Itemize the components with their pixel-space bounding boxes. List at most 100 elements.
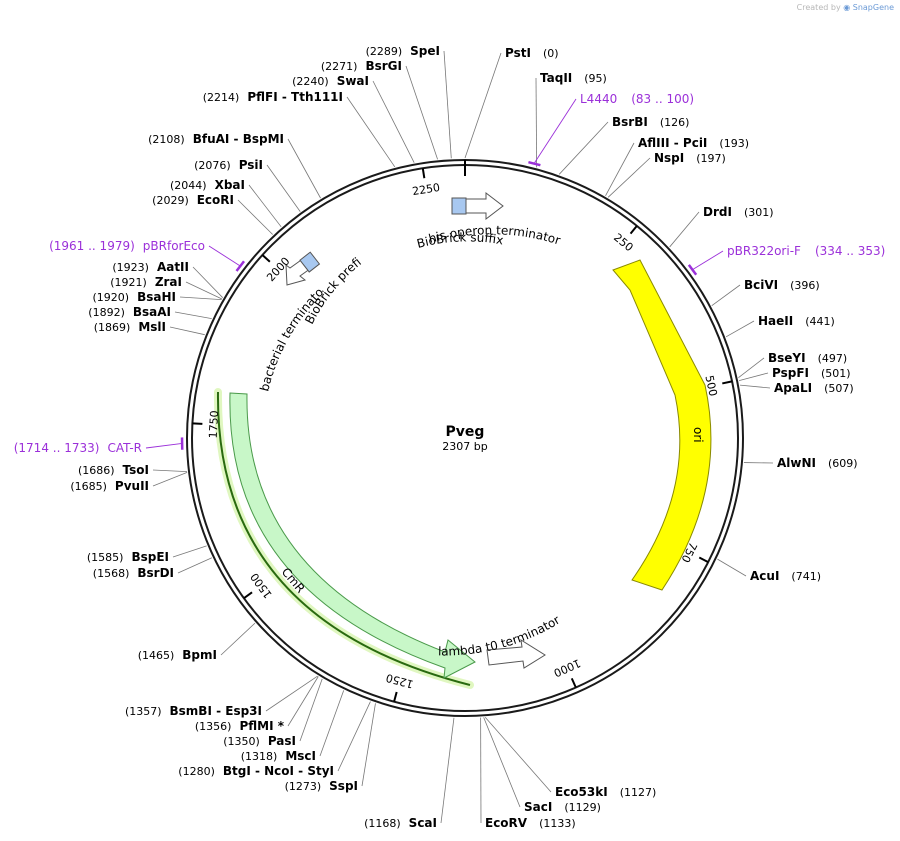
enzyme-label[interactable]: (2271)BsrGI [321,59,402,73]
enzyme-leader-line [266,164,301,212]
enzyme-label[interactable]: (1869) MslI [94,320,166,334]
enzyme-label[interactable]: EcoRV(1133) [485,816,576,830]
enzyme-label[interactable]: (2044)XbaI [170,178,245,192]
primer-name: CAT-R [107,441,142,455]
enzyme-label[interactable]: (1568)BsrDI [93,566,174,580]
primer-label[interactable]: (1714 .. 1733)CAT-R [14,441,142,455]
enzyme-name: SacI [524,800,552,814]
enzyme-label[interactable]: PstI(0) [505,46,559,60]
enzyme-leader-line [169,326,205,336]
enzyme-label[interactable]: (1356)PflMI * [195,719,285,733]
enzyme-label[interactable]: (2289)SpeI [366,44,440,58]
enzyme-label[interactable]: DrdI (301) [703,205,774,219]
enzyme-leader-line [185,281,223,300]
enzyme-label[interactable]: (1920)BsaHI [93,290,176,304]
enzyme-label[interactable]: BsrBI(126) [612,115,689,129]
enzyme-name: AlwNI [777,456,816,470]
enzyme-name: DrdI [703,205,732,219]
enzyme-label[interactable]: (1585)BspEI [87,550,169,564]
enzyme-name: MscI [285,749,316,763]
enzyme-leader-line [738,372,769,382]
enzyme-position: (1585) [87,551,124,564]
enzyme-label[interactable]: (1892)BsaAI [88,305,171,319]
enzyme-name: TaqII [540,71,572,85]
tick-label: 1000 [552,656,583,679]
his-terminator-feature[interactable] [465,191,504,221]
enzyme-label[interactable]: (1168)ScaI [364,816,437,830]
enzyme-label[interactable]: ApaLI (507) [774,381,854,395]
enzyme-position: (1920) [93,291,130,304]
primer-name: L4440 [580,92,617,106]
enzyme-name: BsrBI [612,115,648,129]
enzyme-position: (1869) [94,321,131,334]
enzyme-name: BsrDI [137,566,174,580]
enzyme-label[interactable]: (1921)ZraI [110,275,182,289]
enzyme-position: (0) [543,47,559,60]
enzyme-label[interactable]: AcuI(741) [750,569,821,583]
enzyme-label[interactable]: (1350)PasI [223,734,296,748]
enzyme-leader-line [177,557,213,574]
enzyme-label[interactable]: Eco53kI(1127) [555,785,656,799]
ori-feature[interactable] [612,259,712,591]
enzyme-leader-line [484,717,552,793]
enzyme-label[interactable]: SacI(1129) [524,800,601,814]
enzyme-position: (2214) [203,91,240,104]
enzyme-leader-line [717,558,747,577]
enzyme-label[interactable]: (2029)EcoRI [152,193,234,207]
enzyme-label[interactable]: (2108)BfuAI - BspMI [148,132,284,146]
primer-label[interactable]: pBR322ori-F(334 .. 353) [727,244,885,258]
enzyme-leader-line [607,157,651,198]
enzyme-leader-line [605,142,635,196]
enzyme-name: SpeI [410,44,440,58]
enzyme-label[interactable]: (1280)BtgI - NcoI - StyI [178,764,334,778]
primer-label[interactable]: (1961 .. 1979) pBRforEco [49,239,205,253]
primer-name: pBRforEco [143,239,205,253]
enzyme-label[interactable]: (1273)SspI [285,779,358,793]
biobrick-suffix-feature[interactable] [451,197,467,215]
enzyme-label[interactable]: (1318) MscI [241,749,316,763]
enzyme-leader-line [265,675,318,712]
enzyme-label[interactable]: TaqII(95) [540,71,607,85]
enzyme-label[interactable]: (1685)PvuII [70,479,149,493]
enzyme-name: MslI [138,320,166,334]
enzyme-label[interactable]: (1465)BpmI [138,648,217,662]
enzyme-name: ApaLI [774,381,812,395]
primer-label[interactable]: L4440(83 .. 100) [580,92,694,106]
cmr-glow [213,388,474,689]
enzyme-position: (507) [824,382,854,395]
enzyme-name: PsiI [239,158,263,172]
brand-name: SnapGene [852,3,894,12]
tick-label: 250 [611,231,636,254]
primer-range: (1961 .. 1979) [49,239,135,253]
enzyme-position: (1168) [364,817,401,830]
enzyme-label[interactable]: AlwNI(609) [777,456,858,470]
enzyme-position: (1318) [241,750,278,763]
enzyme-leader-line [711,284,741,306]
enzyme-label[interactable]: (2076)PsiI [194,158,263,172]
enzyme-label[interactable]: (1686)TsoI [78,463,149,477]
cmr-feature[interactable] [229,392,476,679]
enzyme-label[interactable]: NspI(197) [654,151,726,165]
credit-text: Created by [796,3,841,12]
enzyme-label[interactable]: (2240)SwaI [292,74,369,88]
enzyme-label[interactable]: (1357)BsmBI - Esp3I [125,704,262,718]
enzyme-label[interactable]: BseYI(497) [768,351,847,365]
enzyme-label[interactable]: (2214) PflFI - Tth111I [203,90,343,104]
enzyme-position: (301) [744,206,774,219]
enzyme-labels: PstI(0) TaqII(95) BsrBI(126) AflIII - PciI(… [70,44,857,830]
enzyme-position: (1356) [195,720,232,733]
enzyme-leader-line [248,184,282,228]
enzyme-label[interactable]: (1923)AatII [112,260,189,274]
enzyme-name: PflFI - Tth111I [247,90,343,104]
enzyme-label[interactable]: BciVI(396) [744,278,820,292]
enzyme-label[interactable]: PspFI(501) [772,366,851,380]
enzyme-leader-line [152,472,188,487]
biobrick-prefix-feature[interactable] [299,251,321,273]
enzyme-leader-line [464,52,502,159]
enzyme-label[interactable]: AflIII - PciI(193) [638,136,749,150]
enzyme-label[interactable]: HaeII(441) [758,314,835,328]
enzyme-position: (1685) [70,480,107,493]
enzyme-leader-line [372,80,415,163]
lambda-terminator-feature[interactable] [486,639,546,669]
primer-leader-line [534,98,577,163]
